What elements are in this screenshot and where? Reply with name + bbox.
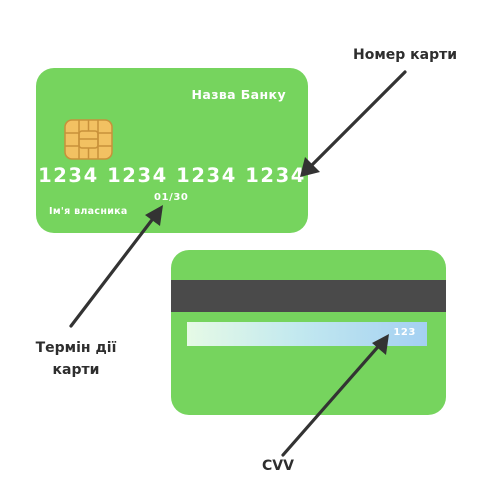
label-expiry: Термін дії карти xyxy=(16,337,136,381)
card-front: Назва Банку 1234 1234 1234 1234 Ім'я вла… xyxy=(36,68,308,233)
chip-icon xyxy=(64,119,113,160)
card-holder-name: Ім'я власника xyxy=(49,206,128,217)
label-card-number: Номер карти xyxy=(353,47,458,63)
arrow-cvv xyxy=(281,339,385,457)
label-expiry-line1: Термін дії xyxy=(35,340,117,356)
card-number: 1234 1234 1234 1234 xyxy=(38,164,306,187)
arrow-card-number xyxy=(307,70,407,170)
arrowhead-card-number xyxy=(300,157,320,177)
arrow-expiry xyxy=(69,210,160,328)
arrowhead-cvv xyxy=(372,334,389,355)
bank-name: Назва Банку xyxy=(191,87,286,102)
label-cvv: CVV xyxy=(262,458,294,474)
cvv-code: 123 xyxy=(393,327,416,338)
card-expiry-date: 01/30 xyxy=(154,192,189,203)
arrowhead-expiry xyxy=(145,205,163,226)
magnetic-stripe xyxy=(171,280,446,312)
card-back: 123 xyxy=(171,250,446,415)
label-expiry-line2: карти xyxy=(52,362,100,378)
